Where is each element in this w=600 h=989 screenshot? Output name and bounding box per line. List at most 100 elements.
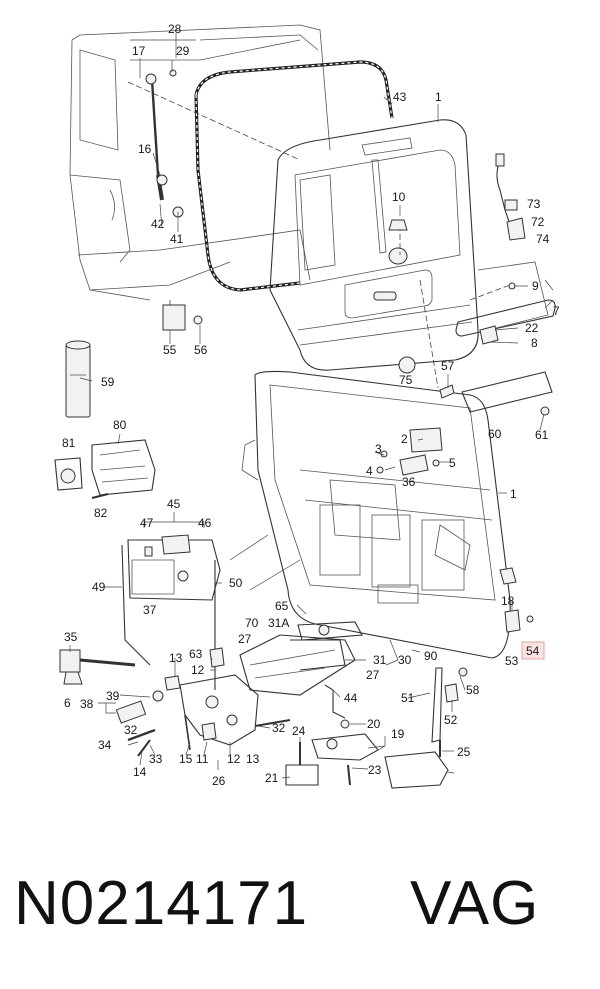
callout-label: 73 xyxy=(527,197,541,211)
callout-label: 59 xyxy=(101,375,115,389)
callout-label: 35 xyxy=(64,630,78,644)
callout-label: 75 xyxy=(399,373,413,387)
callout-label: 30 xyxy=(398,653,412,667)
callout-label: 14 xyxy=(133,765,147,779)
vehicle-body-outline xyxy=(69,24,331,301)
callout-label: 20 xyxy=(367,717,381,731)
callout-label: 56 xyxy=(194,343,208,357)
callout-label: 13 xyxy=(246,752,260,766)
callout-label: 81 xyxy=(62,436,76,450)
callout-label: 10 xyxy=(392,190,406,204)
callout-label: 8 xyxy=(531,336,538,350)
callout-label: 44 xyxy=(344,691,358,705)
part-number: N0214171 xyxy=(14,869,309,938)
callout-label: 26 xyxy=(212,774,226,788)
callout-label: 31A xyxy=(268,616,289,630)
callout-label: 24 xyxy=(292,724,306,738)
callout-label: 1 xyxy=(510,487,517,501)
callout-label: 49 xyxy=(92,580,106,594)
callout-label: 52 xyxy=(444,713,458,727)
callout-label: 74 xyxy=(536,232,550,246)
callout-label: 15 xyxy=(179,752,193,766)
bracket-25 xyxy=(285,742,319,786)
callout-label: 65 xyxy=(275,599,289,613)
callout-label: 50 xyxy=(229,576,243,590)
handle-70 xyxy=(297,621,363,641)
callout-label: 4 xyxy=(366,464,373,478)
callout-label: 7 xyxy=(553,304,560,318)
callout-labels: 28 17 29 43 1 16 73 72 74 10 42 41 9 7 2… xyxy=(62,22,560,788)
gas-strut xyxy=(145,69,184,218)
callout-label: 38 xyxy=(80,697,94,711)
callout-label: 29 xyxy=(176,44,190,58)
callout-label: 6 xyxy=(64,696,71,710)
tailgate-seal xyxy=(194,60,394,292)
tailgate-outer-panel xyxy=(269,119,479,371)
callout-label: 51 xyxy=(401,691,415,705)
leader-lines xyxy=(69,33,554,779)
callout-label: 45 xyxy=(167,497,181,511)
callout-label: 1 xyxy=(435,90,442,104)
callout-label: 27 xyxy=(366,668,380,682)
wiring-harness xyxy=(496,159,513,231)
callout-label: 28 xyxy=(168,22,182,36)
callout-label: 25 xyxy=(457,745,471,759)
callout-label: 12 xyxy=(191,663,205,677)
callout-label: 27 xyxy=(238,632,252,646)
latch-mechanism xyxy=(164,647,291,751)
cover-trim-60 xyxy=(461,371,553,413)
callout-label: 72 xyxy=(531,215,545,229)
actuator-rod xyxy=(59,649,136,685)
callout-label: 61 xyxy=(535,428,549,442)
callout-label: 42 xyxy=(151,217,165,231)
callout-label: 11 xyxy=(196,752,209,766)
callout-label: 58 xyxy=(466,683,480,697)
handle-bracket xyxy=(121,534,221,690)
callout-label: 9 xyxy=(532,279,539,293)
tailgate-inner-panel xyxy=(241,370,511,659)
brand-label: VAG xyxy=(410,869,540,938)
callout-label: 46 xyxy=(198,516,212,530)
callout-label: 21 xyxy=(265,771,279,785)
callout-label: 32 xyxy=(272,721,286,735)
callout-label: 32 xyxy=(124,723,138,737)
callout-label: 82 xyxy=(94,506,108,520)
callout-label: 13 xyxy=(169,651,183,665)
callout-label: 18 xyxy=(501,594,515,608)
callout-label: 31 xyxy=(373,653,387,667)
callout-label: 90 xyxy=(424,649,438,663)
callout-label: 39 xyxy=(106,689,120,703)
callout-label: 2 xyxy=(401,432,408,446)
callout-label: 36 xyxy=(402,475,416,489)
callout-label: 37 xyxy=(143,603,157,617)
callout-label: 5 xyxy=(449,456,456,470)
switch-23 xyxy=(384,740,449,789)
callout-label: 33 xyxy=(149,752,163,766)
rod-44 xyxy=(324,684,346,719)
callout-label: 63 xyxy=(189,647,203,661)
lock-assembly-80 xyxy=(54,439,156,499)
callout-label: 16 xyxy=(138,142,152,156)
callout-label: 41 xyxy=(170,232,184,246)
strap-51 xyxy=(431,667,468,743)
callout-label: 60 xyxy=(488,427,502,441)
callout-label: 54 xyxy=(526,644,540,658)
callout-label: 17 xyxy=(132,44,146,58)
license-holder-22 xyxy=(477,261,549,331)
callout-label: 3 xyxy=(375,442,382,456)
aerosol-can xyxy=(65,340,91,418)
highlight-box-54 xyxy=(521,641,545,660)
exploded-parts-diagram: 28 17 29 43 1 16 73 72 74 10 42 41 9 7 2… xyxy=(54,22,560,789)
lock-cylinder xyxy=(115,690,164,757)
callout-label: 34 xyxy=(98,738,112,752)
callout-label: 23 xyxy=(368,763,382,777)
callout-label: 43 xyxy=(393,90,407,104)
callout-label: 47 xyxy=(140,516,154,530)
callout-label: 57 xyxy=(441,359,455,373)
callout-label: 55 xyxy=(163,343,177,357)
cover-trim-7 xyxy=(455,299,556,337)
callout-label: 70 xyxy=(245,616,259,630)
callout-label: 80 xyxy=(113,418,127,432)
callout-label: 19 xyxy=(391,727,405,741)
callout-label: 22 xyxy=(525,321,539,335)
